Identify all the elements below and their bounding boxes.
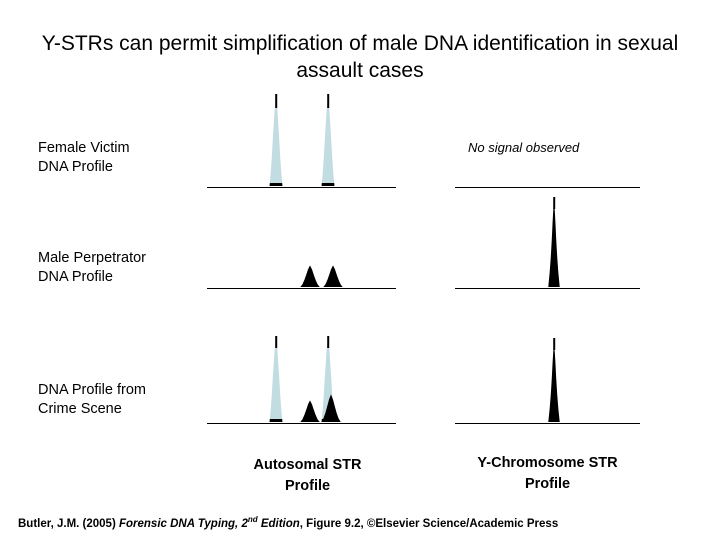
peak-spire [275, 336, 277, 348]
peak-spire [275, 94, 277, 108]
panel-crimescene-ystr [455, 338, 640, 424]
panel-female-autosomal [207, 94, 396, 188]
panel-crimescene-autosomal [207, 336, 396, 424]
peak-spire [327, 94, 329, 108]
citation-edition-ordinal: nd [247, 515, 258, 524]
peak-foot [269, 183, 283, 187]
peak-black [548, 344, 560, 423]
page-title: Y-STRs can permit simplification of male… [41, 32, 679, 82]
peak-black [323, 265, 343, 288]
peak-black [548, 202, 560, 288]
peak-blue [269, 340, 283, 423]
baseline [455, 288, 640, 289]
peak-spire [553, 338, 555, 350]
baseline [455, 423, 640, 424]
peak-blue [321, 100, 335, 187]
baseline [207, 288, 396, 289]
citation-edition: Edition [257, 517, 300, 530]
citation-tail: , Figure 9.2, ©Elsevier Science/Academic… [299, 517, 559, 530]
peak-foot [269, 419, 283, 423]
peak-spire [327, 336, 329, 348]
caption-autosomal-str: Autosomal STR Profile [253, 457, 362, 494]
row-label-crime-scene: DNA Profile from Crime Scene [38, 382, 146, 417]
panel-female-ystr [455, 100, 640, 188]
peak-blue [269, 100, 283, 187]
no-signal-note: No signal observed [468, 140, 580, 155]
citation-work-title: Forensic DNA Typing, 2 [118, 517, 248, 530]
row-label-male-perpetrator: Male Perpetrator DNA Profile [38, 250, 146, 285]
peak-spire [553, 197, 555, 209]
panel-male-ystr [455, 197, 640, 289]
peak-black [300, 265, 320, 288]
caption-ychromosome-str: Y-Chromosome STR Profile [477, 455, 618, 492]
row-label-female-victim: Female Victim DNA Profile [38, 140, 130, 175]
panel-male-autosomal [207, 200, 396, 289]
peak-black [300, 400, 320, 423]
baseline [207, 187, 396, 188]
citation-author-year: Butler, J.M. (2005) [18, 517, 119, 530]
citation: Butler, J.M. (2005) Forensic DNA Typing,… [18, 515, 558, 530]
baseline [455, 187, 640, 188]
peak-foot [321, 183, 335, 187]
baseline [207, 423, 396, 424]
